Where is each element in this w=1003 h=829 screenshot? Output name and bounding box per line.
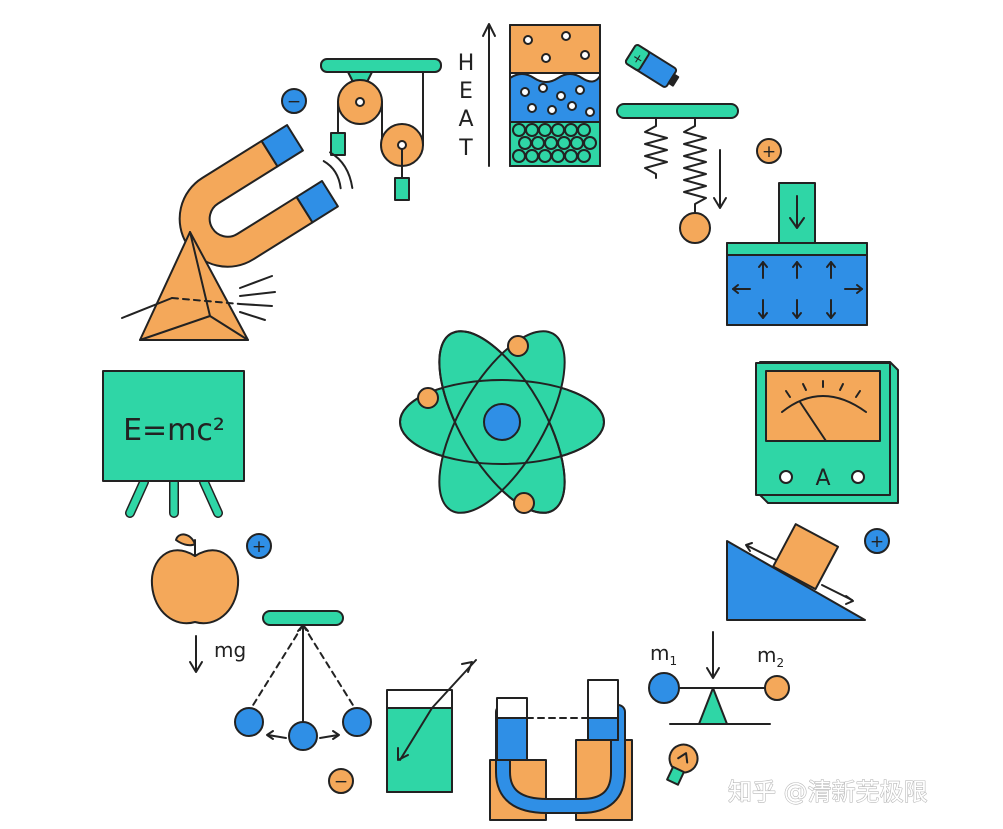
mass-2-label: m2 (757, 643, 784, 670)
heat-arrow-icon: H E A T (458, 23, 496, 167)
inclined-plane-icon (726, 523, 866, 621)
magnet-icon (178, 124, 354, 268)
apple-icon: mg (150, 533, 246, 673)
glass-refraction-icon (386, 659, 477, 793)
positive-charge-icon: + (864, 528, 890, 554)
svg-text:−: − (287, 92, 301, 112)
pulley-icon (320, 58, 442, 201)
negative-charge-icon: − (281, 88, 307, 114)
mass-1-label: m1 (650, 641, 677, 668)
svg-text:−: − (334, 772, 348, 792)
states-of-matter-icon (509, 24, 601, 167)
pressure-tank-icon (726, 182, 868, 326)
negative-charge-icon: − (328, 768, 354, 794)
svg-text:+: + (870, 532, 884, 552)
positive-charge-icon: + (756, 138, 782, 164)
heat-letter-a: A (458, 107, 473, 132)
battery-icon: + (624, 44, 680, 88)
watermark-label: 知乎 @清新芜极限 (728, 778, 928, 806)
prism-icon (121, 231, 276, 341)
lever-balance-icon: m1 m2 (648, 631, 790, 725)
heat-letter-e: E (459, 79, 473, 104)
ammeter-icon: A (755, 361, 899, 504)
svg-text:+: + (762, 142, 776, 162)
spring-icon (616, 103, 739, 244)
heat-letter-t: T (458, 136, 473, 161)
gravity-label: mg (214, 638, 246, 662)
atom-icon (399, 330, 605, 514)
chalkboard-icon: E=mc² (102, 370, 245, 518)
light-bulb-icon (666, 743, 699, 786)
svg-text:+: + (252, 537, 266, 557)
communicating-vessels-icon (489, 679, 633, 821)
formula-label: E=mc² (123, 413, 225, 448)
ammeter-unit-label: A (815, 466, 830, 491)
pendulum-icon (234, 610, 372, 751)
positive-charge-icon: + (246, 533, 272, 559)
heat-letter-h: H (458, 51, 475, 76)
